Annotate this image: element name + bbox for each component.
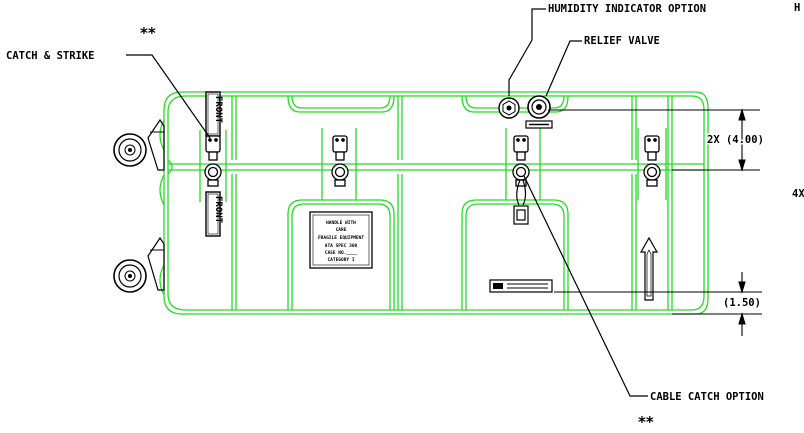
cable-catch (513, 179, 529, 225)
svg-text:HANDLE WITH: HANDLE WITH (326, 220, 356, 226)
leader-catch-strike (126, 54, 211, 139)
svg-text:FRONT: FRONT (213, 96, 223, 124)
latch-3 (512, 135, 530, 187)
relief-valve-label: RELIEF VALVE (584, 35, 660, 47)
svg-text:FRAGILE EQUIPMENT: FRAGILE EQUIPMENT (318, 235, 364, 241)
handle-care-label: HANDLE WITH CARE FRAGILE EQUIPMENT ATA S… (309, 211, 373, 269)
svg-text:CARE: CARE (336, 227, 347, 233)
relief-valve (525, 95, 553, 129)
up-arrow-decal (639, 236, 659, 301)
leader-relief-valve (545, 40, 582, 97)
latch-4 (643, 135, 661, 187)
dimension-latch-spacing (548, 108, 760, 172)
bottom-offset-dim: (1.50) (723, 297, 761, 309)
cable-catch-mark: ** (638, 413, 654, 431)
cable-catch-label: CABLE CATCH OPTION (650, 391, 764, 403)
dimension-bottom-offset (554, 272, 762, 336)
catch-strike-mark: ** (140, 24, 156, 42)
edge-fragment-top: H (794, 2, 800, 14)
humidity-indicator (498, 97, 520, 119)
svg-text:FRONT: FRONT (213, 196, 223, 224)
svg-text:CASE NO.____: CASE NO.____ (325, 250, 358, 256)
latch-spacing-dim: 2X (4.00) (707, 134, 764, 146)
case-outline (159, 91, 709, 315)
caster-top (113, 118, 165, 171)
svg-text:CATEGORY I: CATEGORY I (327, 257, 354, 263)
catch-strike-label: CATCH & STRIKE (6, 50, 95, 62)
edge-fragment-mid: 4X (792, 188, 804, 200)
front-label-top: FRONT (205, 91, 223, 137)
leader-humidity (508, 8, 546, 96)
svg-text:ATA SPEC 300: ATA SPEC 300 (325, 243, 358, 249)
front-label-bottom: FRONT (205, 191, 223, 237)
latch-2 (331, 135, 349, 187)
caster-bottom (113, 236, 165, 293)
latch-1 (204, 135, 222, 187)
humidity-indicator-label: HUMIDITY INDICATOR OPTION (548, 3, 706, 15)
leader-cable-catch (523, 175, 648, 397)
name-plate (489, 279, 553, 293)
